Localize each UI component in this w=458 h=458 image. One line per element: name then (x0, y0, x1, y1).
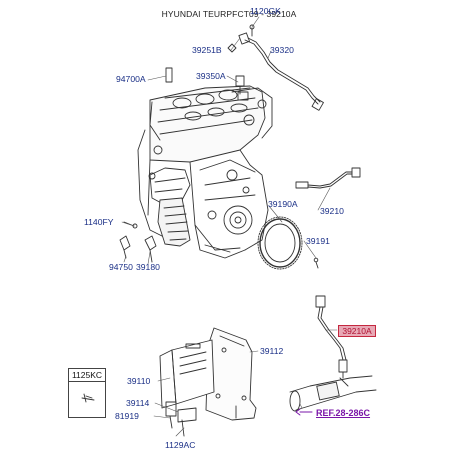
harness-39320 (227, 24, 324, 111)
label-1140FY[interactable]: 1140FY (84, 217, 114, 227)
leader-lines (121, 16, 338, 437)
sensor-39210 (295, 167, 361, 189)
engine-assembly (119, 67, 273, 263)
label-39251B[interactable]: 39251B (192, 45, 222, 55)
exhaust-pipe (289, 375, 377, 412)
label-39112[interactable]: 39112 (260, 346, 284, 356)
label-1129AC[interactable]: 1129AC (165, 440, 196, 450)
ecu-unit (159, 339, 215, 437)
label-1125KC[interactable]: 1125KC (69, 369, 105, 382)
reference-link[interactable]: REF.28-286C (316, 408, 371, 418)
label-1120GK[interactable]: 1120GK (250, 6, 281, 16)
label-39190A[interactable]: 39190A (268, 199, 298, 209)
label-39191[interactable]: 39191 (306, 236, 330, 246)
diagram-title: HYUNDAI TEURPFCT09 - 39210A (161, 9, 297, 19)
sensor-39210A (315, 295, 348, 379)
label-39320[interactable]: 39320 (270, 45, 294, 55)
label-94750[interactable]: 94750 (109, 262, 133, 272)
label-39350A[interactable]: 39350A (196, 71, 226, 81)
callout-box-1125KC: 1125KC (68, 368, 106, 418)
label-81919[interactable]: 81919 (115, 411, 139, 421)
ring-gear (257, 216, 319, 270)
label-39180[interactable]: 39180 (136, 262, 160, 272)
label-39114[interactable]: 39114 (126, 398, 150, 408)
reference-arrow (295, 408, 313, 416)
label-39110[interactable]: 39110 (127, 376, 151, 386)
bolt-1125KC (81, 393, 95, 403)
label-94700A[interactable]: 94700A (116, 74, 146, 84)
label-39210[interactable]: 39210 (320, 206, 344, 216)
label-39210A-highlighted[interactable]: 39210A (338, 325, 376, 337)
